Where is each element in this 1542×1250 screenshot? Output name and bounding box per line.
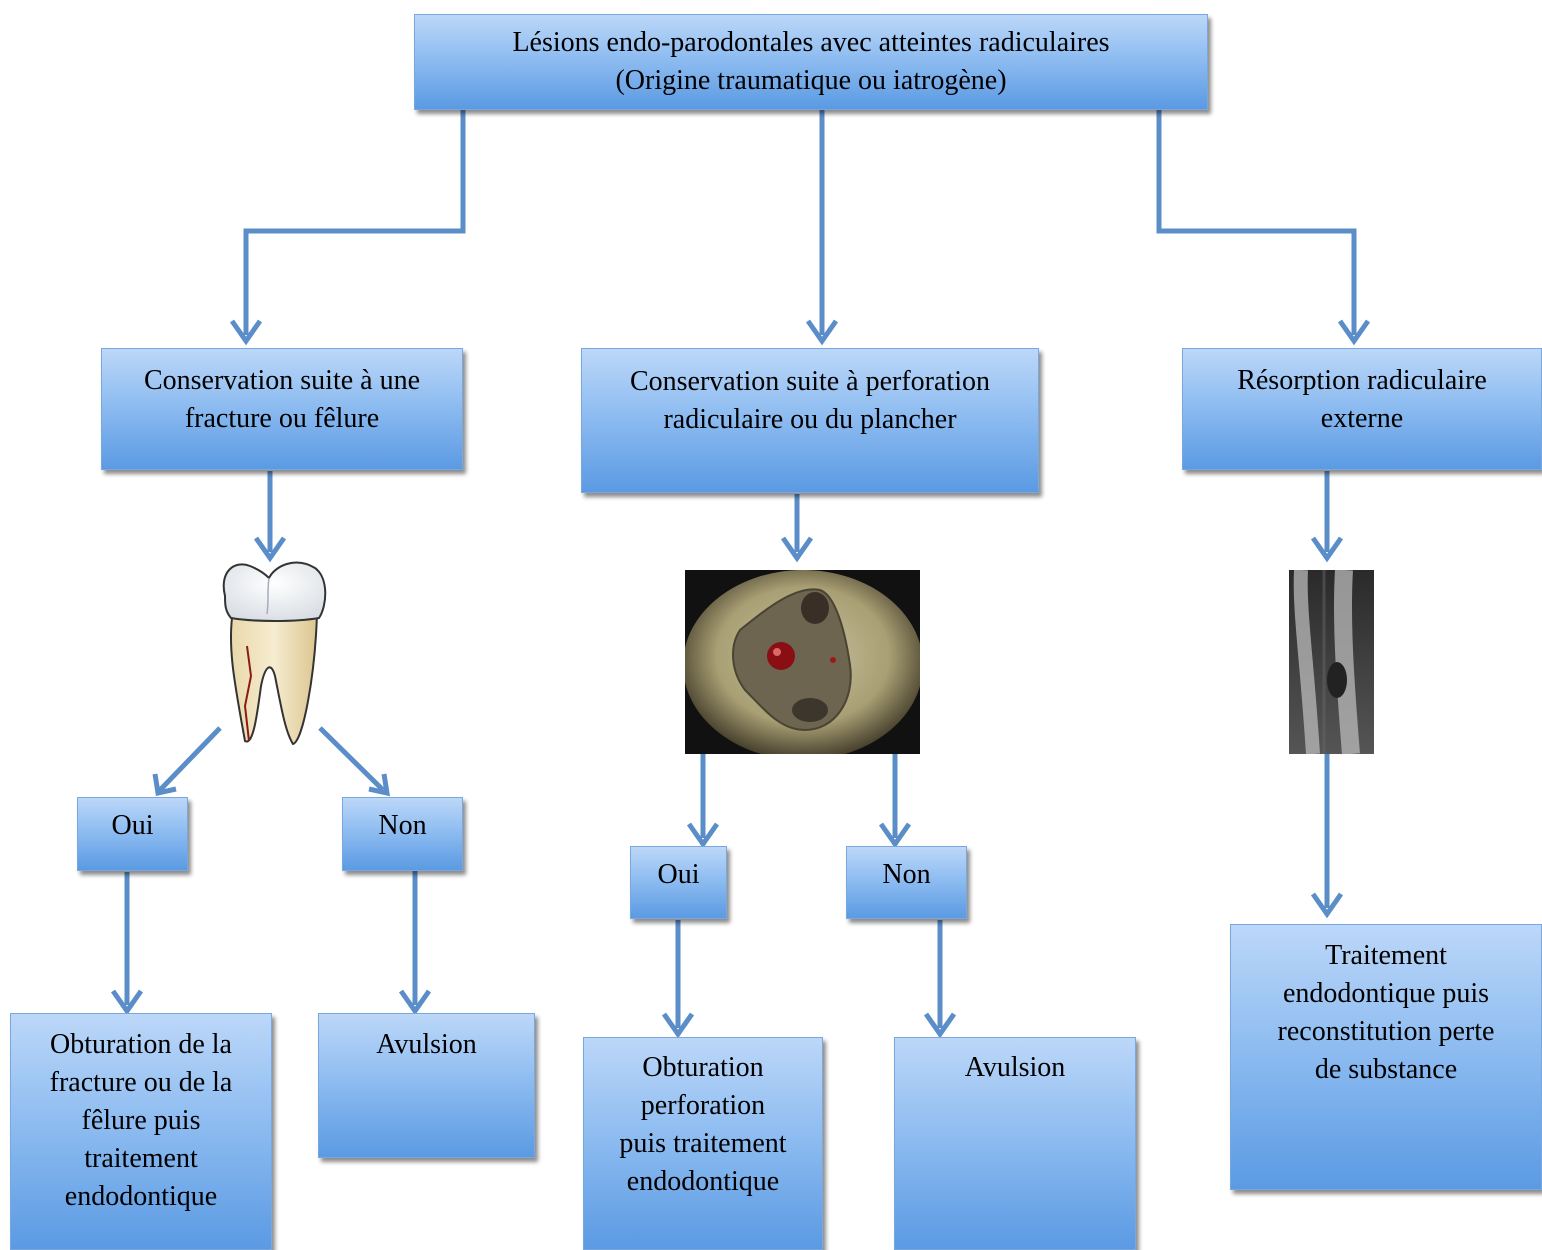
perforation-label-line1: Conservation suite à perforation bbox=[630, 363, 990, 401]
left-yes-label: Oui bbox=[112, 807, 154, 845]
fracture-yes-line1: Obturation de la bbox=[50, 1026, 232, 1064]
radiograph bbox=[1289, 570, 1374, 754]
perforation-no-label: Avulsion bbox=[965, 1049, 1066, 1087]
fracture-yes-line5: endodontique bbox=[65, 1178, 217, 1216]
fracture-label-line2: fracture ou fêlure bbox=[185, 400, 379, 438]
arrow-root-to-resorption bbox=[1159, 110, 1354, 335]
fracture-yes-line3: fêlure puis bbox=[82, 1102, 201, 1140]
fracture-box: Conservation suite à une fracture ou fêl… bbox=[101, 348, 463, 470]
clinical-photo bbox=[685, 570, 920, 754]
mid-no-box: Non bbox=[846, 846, 967, 919]
root-box: Lésions endo-parodontales avec atteintes… bbox=[414, 14, 1208, 110]
resorption-outcome-box: Traitement endodontique puis reconstitut… bbox=[1230, 924, 1542, 1190]
perforation-yes-line3: puis traitement bbox=[619, 1125, 786, 1163]
perforation-label-line2: radiculaire ou du plancher bbox=[663, 401, 956, 439]
perforation-yes-outcome-box: Obturation perforation puis traitement e… bbox=[583, 1037, 823, 1250]
root-title-line2: (Origine traumatique ou iatrogène) bbox=[615, 62, 1006, 100]
mid-yes-label: Oui bbox=[658, 856, 700, 894]
left-yes-box: Oui bbox=[77, 797, 188, 871]
resorption-outcome-line4: de substance bbox=[1315, 1051, 1457, 1089]
fracture-label-line1: Conservation suite à une bbox=[144, 362, 420, 400]
perforation-yes-line2: perforation bbox=[641, 1087, 765, 1125]
resorption-label-line1: Résorption radiculaire bbox=[1237, 362, 1487, 400]
left-no-label: Non bbox=[378, 807, 426, 845]
resorption-box: Résorption radiculaire externe bbox=[1182, 348, 1542, 470]
resorption-outcome-line3: reconstitution perte bbox=[1278, 1013, 1495, 1051]
perforation-yes-line1: Obturation bbox=[642, 1049, 763, 1087]
fracture-yes-line2: fracture ou de la bbox=[50, 1064, 233, 1102]
resorption-outcome-line2: endodontique puis bbox=[1283, 975, 1489, 1013]
fracture-no-outcome-box: Avulsion bbox=[318, 1013, 535, 1158]
perforation-box: Conservation suite à perforation radicul… bbox=[581, 348, 1039, 493]
fracture-no-label: Avulsion bbox=[376, 1026, 477, 1064]
tooth-illustration bbox=[205, 556, 335, 746]
left-no-box: Non bbox=[342, 797, 463, 871]
mid-no-label: Non bbox=[882, 856, 930, 894]
perforation-no-outcome-box: Avulsion bbox=[894, 1037, 1136, 1250]
mid-yes-box: Oui bbox=[630, 846, 727, 919]
fracture-yes-outcome-box: Obturation de la fracture ou de la fêlur… bbox=[10, 1013, 272, 1250]
resorption-label-line2: externe bbox=[1321, 400, 1403, 438]
root-title-line1: Lésions endo-parodontales avec atteintes… bbox=[512, 24, 1109, 62]
perforation-yes-line4: endodontique bbox=[627, 1163, 779, 1201]
fracture-yes-line4: traitement bbox=[84, 1140, 198, 1178]
resorption-outcome-line1: Traitement bbox=[1325, 937, 1447, 975]
arrow-root-to-fracture bbox=[246, 110, 463, 335]
